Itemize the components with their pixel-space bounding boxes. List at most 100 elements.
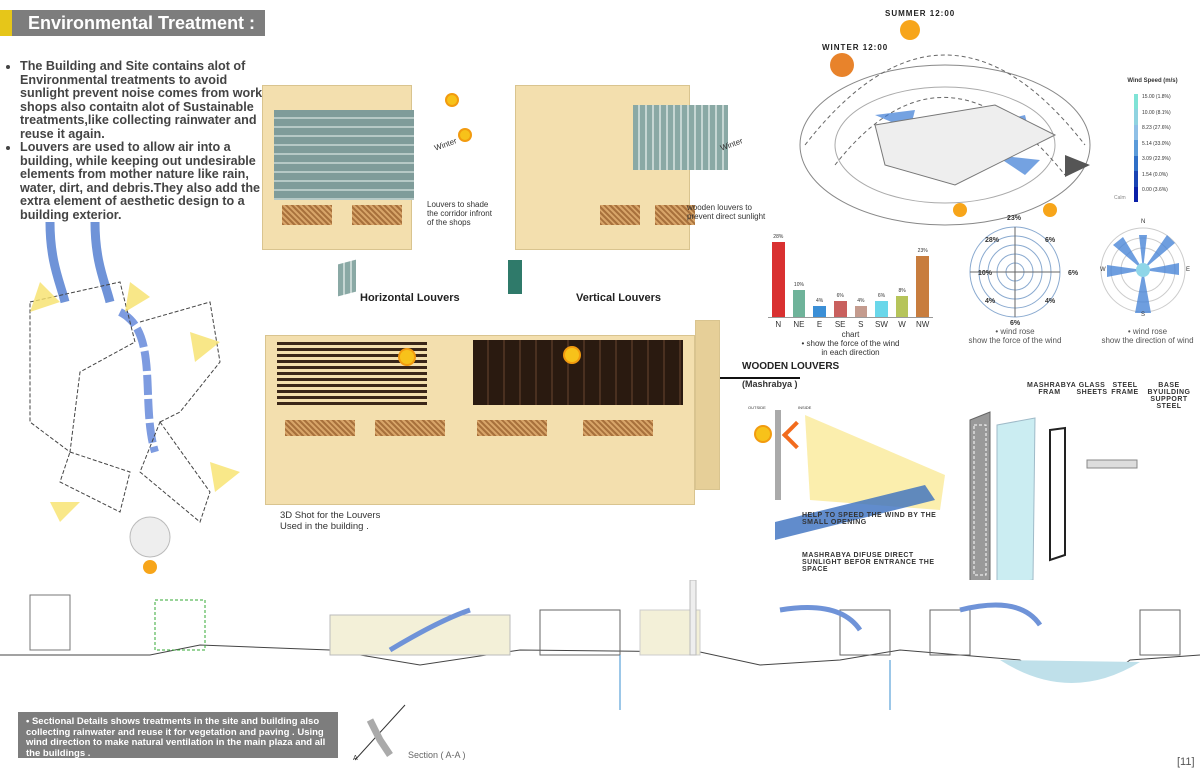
legend-swatch [1134,109,1138,125]
bar-value-label: 28% [773,234,784,241]
south-label: S [1141,312,1146,318]
wind-rose-percent: 6% [1045,237,1056,244]
building-horizontal-louvers: Louvers to shade the corridor infront of… [262,85,492,250]
legend-value: 8.23 (27.6%) [1142,125,1171,131]
building1-note: Louvers to shade the corridor infront of… [427,200,492,227]
wind-rose-percent: 10% [978,270,993,277]
north-arrow [1065,155,1090,177]
building-vertical-louvers: wooden louvers to prevent direct sunligh… [515,85,765,250]
bar-NE [792,290,806,317]
wind-rose-percent: 4% [1045,298,1056,305]
sun-icon [900,20,920,40]
bar-W [895,295,909,317]
legend-title: Wind Speed (m/s) [1127,78,1178,84]
north-label: N [1141,219,1146,225]
category-label: SE [834,320,846,329]
bar-N [772,242,785,317]
bar-S [854,306,868,317]
bullet-2: Louvers are used to allow air into a bui… [20,140,263,222]
louvers-3d-shot [265,320,720,505]
water-body [1000,660,1140,684]
category-label: SW [874,320,888,329]
category-label: NW [916,320,930,329]
wind-rose-direction [1100,227,1186,313]
sun-icon [460,130,470,140]
west-label: W [1100,267,1106,273]
bar-value-label: 6% [877,293,886,299]
category-label: E [816,320,823,329]
bullet-1: The Building and Site contains alot of E… [20,59,263,141]
legend-swatch [1134,171,1138,187]
sun-path-dome [129,516,171,558]
legend-swatch [1134,186,1138,202]
sun-path-diagram [799,20,1091,226]
bar-SE [833,301,847,317]
wind-arrow [117,308,159,454]
pointer-line [720,377,800,379]
wind-arrow [45,222,70,304]
key-plan [354,704,406,761]
wind-rose-percent: 23% [1007,215,1022,222]
legend-value: 15.00 (1.8%) [1142,94,1171,100]
wind-rose-percent: 6% [1010,320,1021,327]
wind-note: Help to speed the wind by the small open… [802,512,937,526]
section-label: Section ( A-A ) [408,750,466,760]
east-label: E [1186,267,1191,273]
sun-icon [447,95,457,105]
steel-label: Steel Frame [1111,382,1139,396]
mashrabya-subtitle: (Mashrabya ) [742,379,798,389]
wooden-louvers-title: WOODEN LOUVERS [742,361,840,372]
horizontal-louvers-label: Horizontal Louvers [360,292,460,304]
wind-rose-percent: 6% [1068,270,1079,277]
horizontal-louver-icon [338,259,356,297]
winter-label: WINTER 12:00 [822,43,889,52]
mashrabya-section-detail: OUTSIDE INSIDE [748,405,838,505]
legend-swatch [1134,124,1138,141]
bar-value-label: 6% [836,293,844,299]
sun-icon [565,348,579,362]
page-title: Environmental Treatment : [0,10,265,36]
site-plan-wind [29,222,240,574]
bar-value-label: 23% [917,247,928,254]
building2-note: wooden louvers to prevent direct sunligh… [687,203,766,221]
bar-E [813,306,826,317]
legend-swatch [1134,155,1138,172]
bar-NW [916,255,929,317]
frame-label: Mashrabya Fram [1027,382,1077,396]
intro-bullets: The Building and Site contains alot of E… [8,59,263,222]
site-section-drawing [0,580,1200,710]
sun-icon [400,350,414,364]
sun-icon [756,427,770,441]
legend-swatch [1134,140,1138,156]
bar-value-label: 4% [857,298,865,305]
calm-label: Calm [1114,195,1126,201]
base-label: Base Byuilding Support Steel [1147,382,1191,410]
mashrabya-exploded-diagram [775,411,1138,580]
legend-value: 10.00 (8.1%) [1142,109,1171,116]
legend-value: 5.14 (33.0%) [1142,140,1171,147]
vertical-louvers-label: Vertical Louvers [576,292,661,304]
category-label: S [858,320,864,329]
legend-value: 3.09 (22.9%) [1142,156,1171,162]
glass-label: Glass Sheets [1076,382,1108,396]
plan-outline [29,281,221,523]
wind-rose-percent: 4% [985,298,996,305]
bar-value-label: 8% [898,287,906,294]
sun-icon [830,53,854,77]
category-label: N [775,320,782,329]
legend-swatch [1134,94,1138,110]
page-number: [11] [1177,756,1195,768]
section-description: • Sectional Details shows treatments in … [18,712,338,758]
bar-value-label: 4% [815,298,824,305]
category-label: W [898,320,906,329]
summer-label: SUMMER 12:00 [885,9,956,18]
sun-note: Mashrabya difuse direct sunlight befor e… [802,552,935,573]
wind-rose-force [969,226,1061,318]
wind-speed-legend: Wind Speed (m/s) 15.00 (1.8%) 10.00 (8.1%… [1110,78,1200,208]
wind-arrow [775,485,935,540]
